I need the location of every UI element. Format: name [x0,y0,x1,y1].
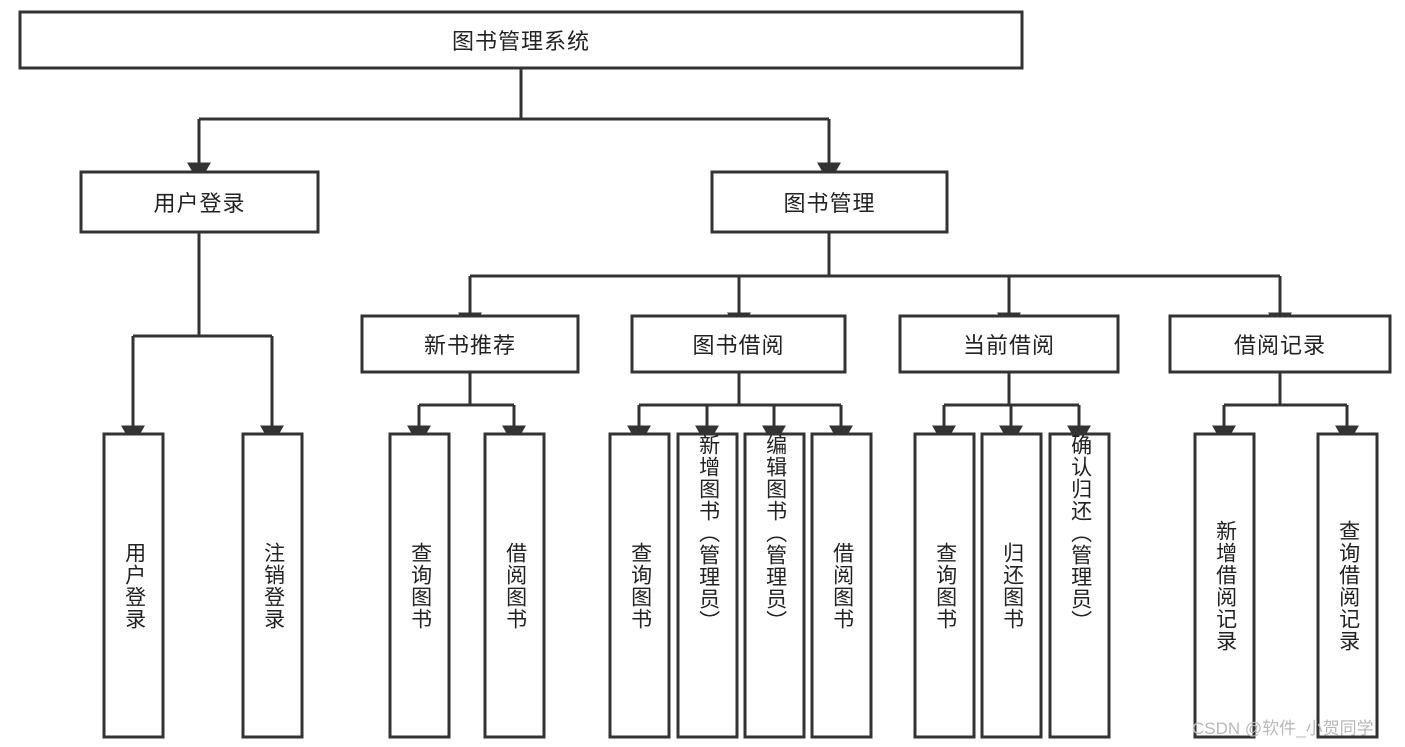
leaf-book-borrow-1[interactable] [676,432,739,739]
node-new-book-recommend[interactable] [360,314,580,374]
edge-group [121,68,1359,447]
node-current-borrow[interactable] [898,314,1120,374]
leaf-book-borrow-3[interactable] [810,432,873,739]
leaf-book-borrow-2[interactable] [743,432,806,739]
leaf-user-login-1[interactable] [241,432,304,739]
node-user-login[interactable] [79,170,320,234]
node-group [18,10,1392,739]
leaf-borrow-record-1[interactable] [1316,432,1379,739]
leaf-new-book-recommend-0[interactable] [388,432,451,739]
leaf-current-borrow-1[interactable] [980,432,1043,739]
leaf-user-login-0[interactable] [102,432,165,739]
leaf-borrow-record-0[interactable] [1193,432,1256,739]
leaf-book-borrow-0[interactable] [608,432,671,739]
leaf-current-borrow-0[interactable] [913,432,976,739]
node-book-manage[interactable] [710,170,949,234]
node-root[interactable] [18,10,1024,70]
leaf-new-book-recommend-1[interactable] [483,432,546,739]
node-book-borrow[interactable] [630,314,847,374]
leaf-current-borrow-2[interactable] [1048,432,1111,739]
node-borrow-record[interactable] [1168,314,1392,374]
